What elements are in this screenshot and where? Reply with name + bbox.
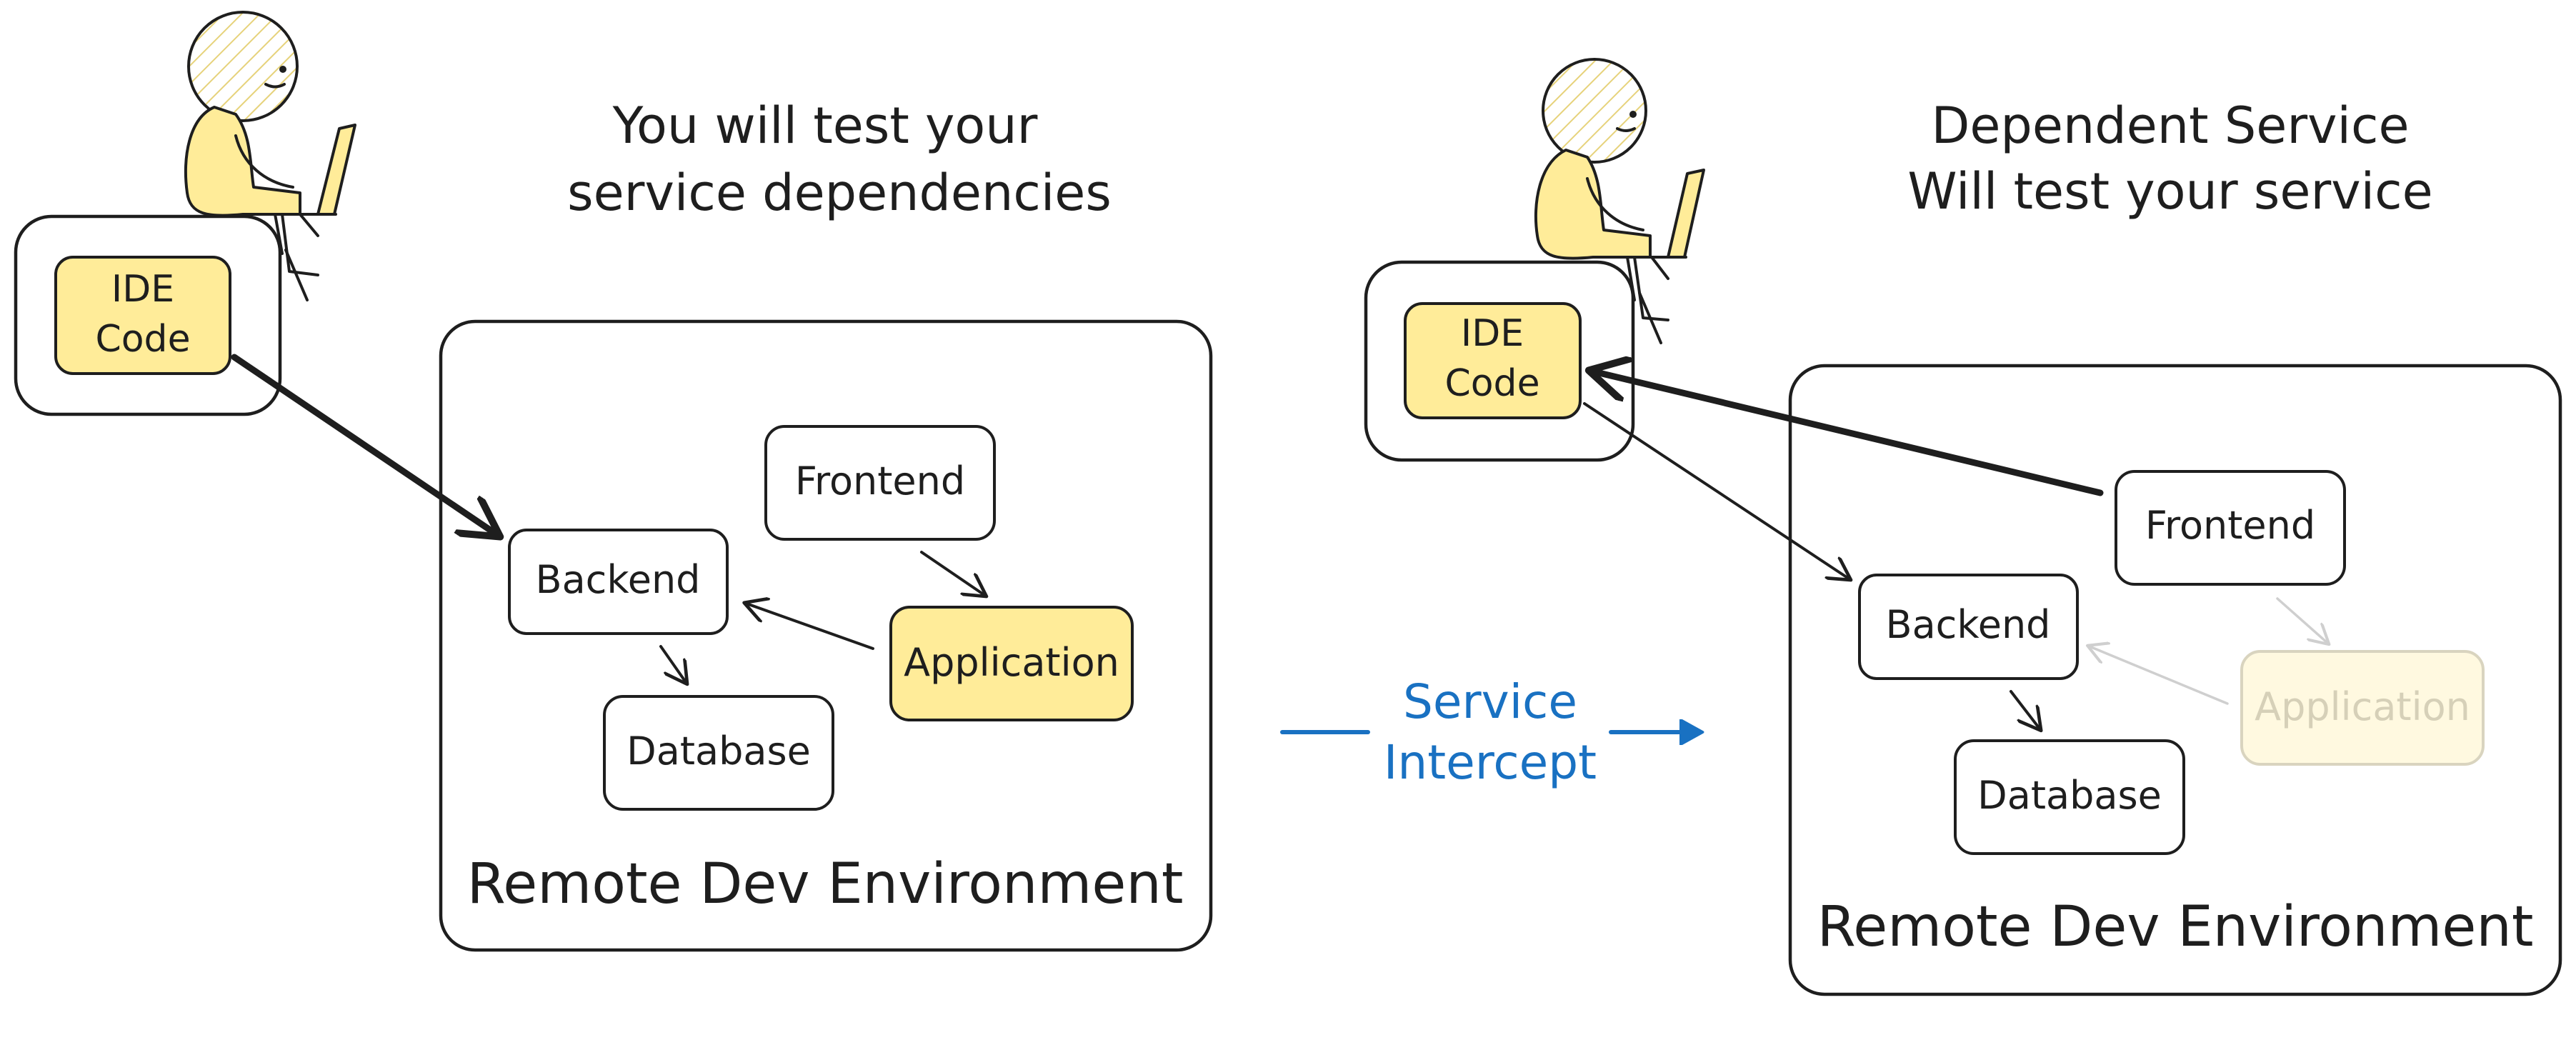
laptop-icon	[316, 124, 356, 216]
ide-label-right: IDE	[1461, 312, 1524, 355]
code-label-right: Code	[1444, 362, 1539, 405]
arrow-application-to-backend-left	[747, 604, 874, 650]
left-heading-line1: You will test your	[612, 96, 1038, 155]
left-panel: You will test your service dependencies …	[14, 11, 1213, 952]
right-heading-line2: Will test your service	[1907, 162, 2432, 221]
developer-figure-left	[184, 11, 356, 301]
ide-code-box-right	[1404, 302, 1582, 419]
left-heading-line2: service dependencies	[567, 164, 1112, 222]
backend-label-left: Backend	[536, 557, 701, 602]
application-label-right: Application	[2255, 684, 2470, 729]
service-intercept: Service Intercept	[1280, 674, 1700, 790]
frontend-label-right: Frontend	[2145, 503, 2315, 548]
intercept-label-line1: Service	[1403, 674, 1577, 729]
arrow-frontend-to-application-right	[2276, 597, 2327, 643]
database-box-right	[1954, 739, 2185, 855]
frontend-box-left	[764, 425, 996, 541]
frontend-label-left: Frontend	[795, 459, 965, 504]
backend-box-left	[508, 529, 729, 635]
database-box-left	[603, 695, 834, 811]
env-label-left: Remote Dev Environment	[467, 852, 1184, 916]
arrow-ide-to-backend-left	[231, 354, 496, 534]
application-box-left	[889, 606, 1134, 721]
developer-torso	[184, 106, 301, 217]
developer-torso	[1534, 149, 1652, 260]
code-label-left: Code	[95, 318, 190, 361]
application-label-left: Application	[904, 640, 1119, 685]
arrow-frontend-to-ide-right	[1593, 371, 2104, 496]
backend-label-right: Backend	[1886, 602, 2051, 647]
intercept-label-line2: Intercept	[1384, 735, 1597, 790]
ide-label-left: IDE	[111, 268, 174, 311]
developer-head	[187, 11, 299, 122]
arrow-application-to-backend-right	[2090, 646, 2229, 705]
arrow-frontend-to-application-left	[920, 551, 984, 595]
application-box-right	[2240, 650, 2485, 766]
backend-box-right	[1858, 574, 2079, 680]
frontend-box-right	[2115, 470, 2346, 586]
right-panel: Dependent Service Will test your service…	[1364, 58, 2562, 996]
arrow-ide-to-backend-right	[1583, 402, 1849, 579]
env-label-right: Remote Dev Environment	[1817, 895, 2534, 959]
laptop-icon	[1667, 169, 1705, 259]
database-label-left: Database	[626, 729, 811, 774]
developer-figure-right	[1534, 58, 1705, 344]
ide-code-box-left	[54, 256, 231, 375]
database-label-right: Database	[1977, 773, 2162, 818]
arrow-backend-to-database-left	[659, 645, 686, 682]
arrow-backend-to-database-right	[2010, 690, 2040, 729]
developer-head	[1542, 58, 1647, 164]
right-heading-line1: Dependent Service	[1931, 96, 2409, 155]
